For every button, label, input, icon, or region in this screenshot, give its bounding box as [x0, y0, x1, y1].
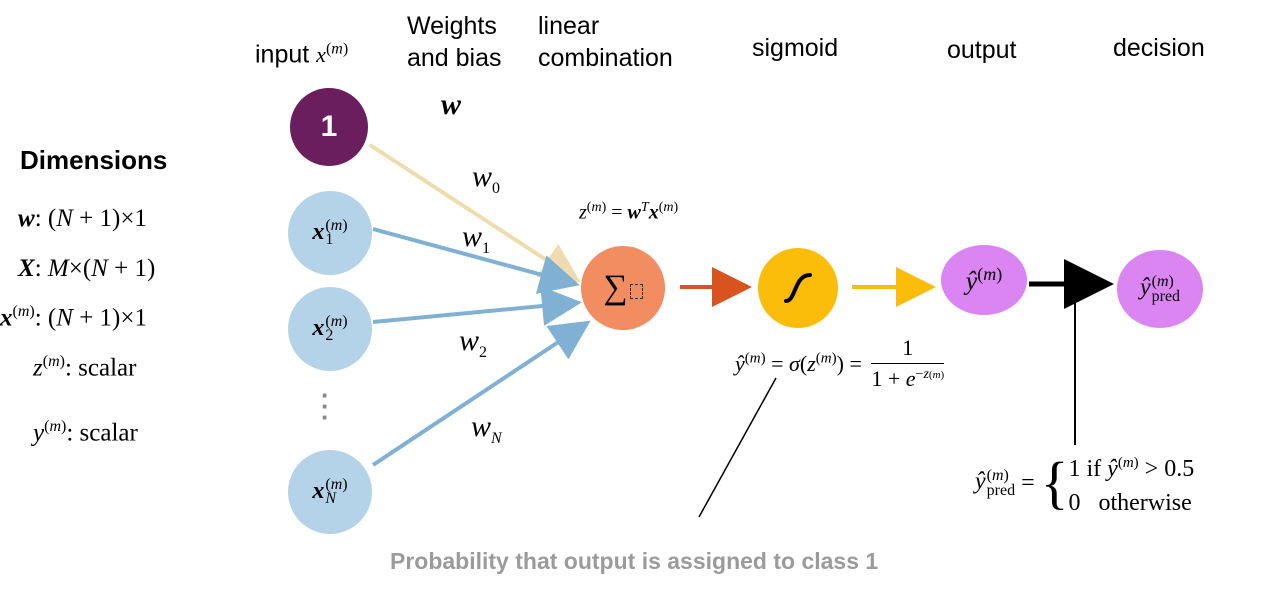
dim-X: X: M×(N + 1)	[18, 255, 156, 282]
decision-node: ŷ(m)pred	[1117, 250, 1203, 328]
header-input-label: input	[255, 40, 310, 69]
weight-label-w1: w1	[462, 220, 491, 257]
decision-case-1-label: 1 if	[1068, 456, 1102, 482]
decision-case-0-label: otherwise	[1098, 490, 1192, 516]
input-node-x2: x(m)2	[288, 287, 372, 371]
arrow-wN	[371, 320, 591, 467]
weight-label-w0: w0	[472, 160, 501, 197]
dim-x: x(m): (N + 1)×1	[0, 303, 147, 332]
linear-formula: z(m) = wTx(m)	[579, 200, 679, 224]
weight-label-w2: w2	[459, 324, 488, 361]
dim-w: w: (N + 1)×1	[18, 205, 147, 232]
sigmoid-curve-icon	[784, 273, 812, 303]
decision-case-0-value: 0	[1068, 490, 1081, 516]
header-input: input x(m)	[255, 40, 349, 69]
header-weights: Weights and bias	[407, 12, 502, 72]
header-output: output	[947, 36, 1017, 64]
output-node: ŷ(m)	[941, 245, 1027, 315]
placeholder-box-icon	[629, 283, 643, 299]
decision-threshold: > 0.5	[1144, 456, 1195, 482]
weight-vector-label: w	[441, 88, 462, 121]
weight-vector-symbol: w	[441, 88, 461, 122]
input-node-x1: x(m)1	[288, 191, 372, 275]
header-sigmoid: sigmoid	[752, 34, 839, 62]
brace-icon: {	[1040, 450, 1069, 515]
input-node-xN: x(m)N	[288, 450, 372, 534]
arrow-w1	[372, 227, 580, 294]
sigmoid-node	[758, 248, 838, 328]
caption-pointer	[698, 377, 777, 518]
arrow-w2	[372, 286, 582, 326]
header-decision: decision	[1113, 34, 1205, 62]
sigma-icon: ∑	[603, 269, 628, 306]
dim-y: y(m): scalar	[33, 418, 138, 447]
weight-label-wN: wN	[471, 410, 502, 447]
header-linear: linear combination	[538, 12, 673, 72]
sigmoid-formula: ŷ(m) = σ(z(m)) = 1 1 + e−z(m)	[735, 335, 945, 391]
decision-formula: ŷ(m)pred = { 1 if ŷ(m) > 0.5 0 otherwise	[975, 450, 1195, 517]
ellipsis-icon: ···	[321, 380, 330, 432]
bias-node: 1	[290, 88, 368, 166]
bias-node-label: 1	[320, 110, 338, 143]
summation-node: ∑	[581, 246, 665, 330]
caption: Probability that output is assigned to c…	[390, 548, 879, 574]
dim-z: z(m): scalar	[33, 353, 137, 382]
dimensions-title: Dimensions	[20, 145, 168, 175]
